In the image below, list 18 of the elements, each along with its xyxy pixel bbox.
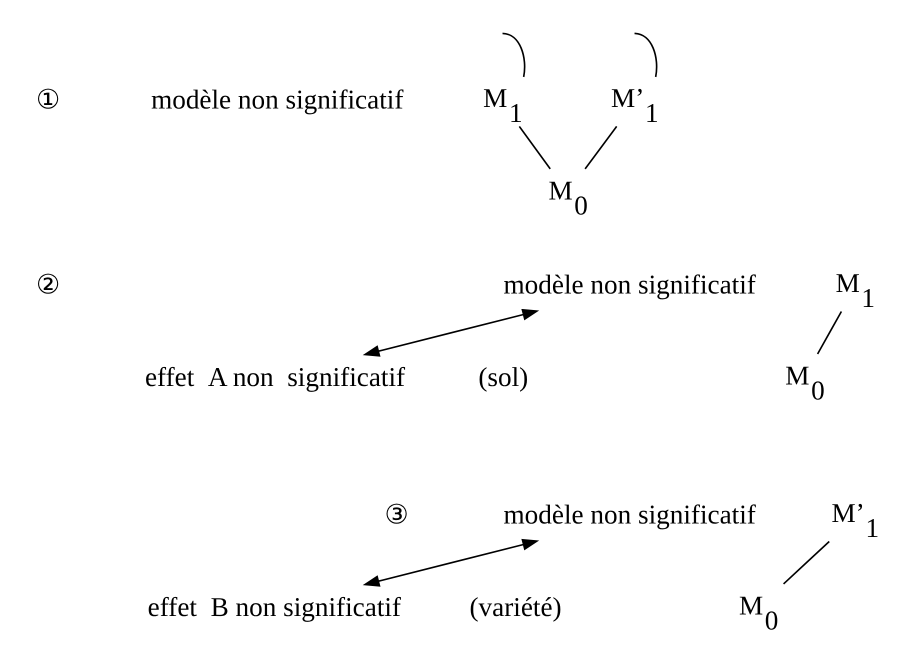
connector [502,32,526,77]
node-text: effet A non significatif [144,361,406,392]
node-text: modèle non significatif [504,498,756,529]
arrow [362,538,540,586]
connector [518,125,551,169]
label: ② [36,268,60,299]
label: modèle non significatif [151,84,404,114]
connector [783,540,830,584]
connector [584,125,618,169]
label: ③ [384,498,408,529]
label: (sol) [478,361,528,392]
connector [634,32,658,77]
node-text: effet B non significatif [148,591,402,622]
connector [816,310,842,354]
label: (variété) [470,591,562,622]
node-text: modèle non significatif [504,268,756,299]
label: ① [36,84,60,114]
arrow [362,308,540,356]
